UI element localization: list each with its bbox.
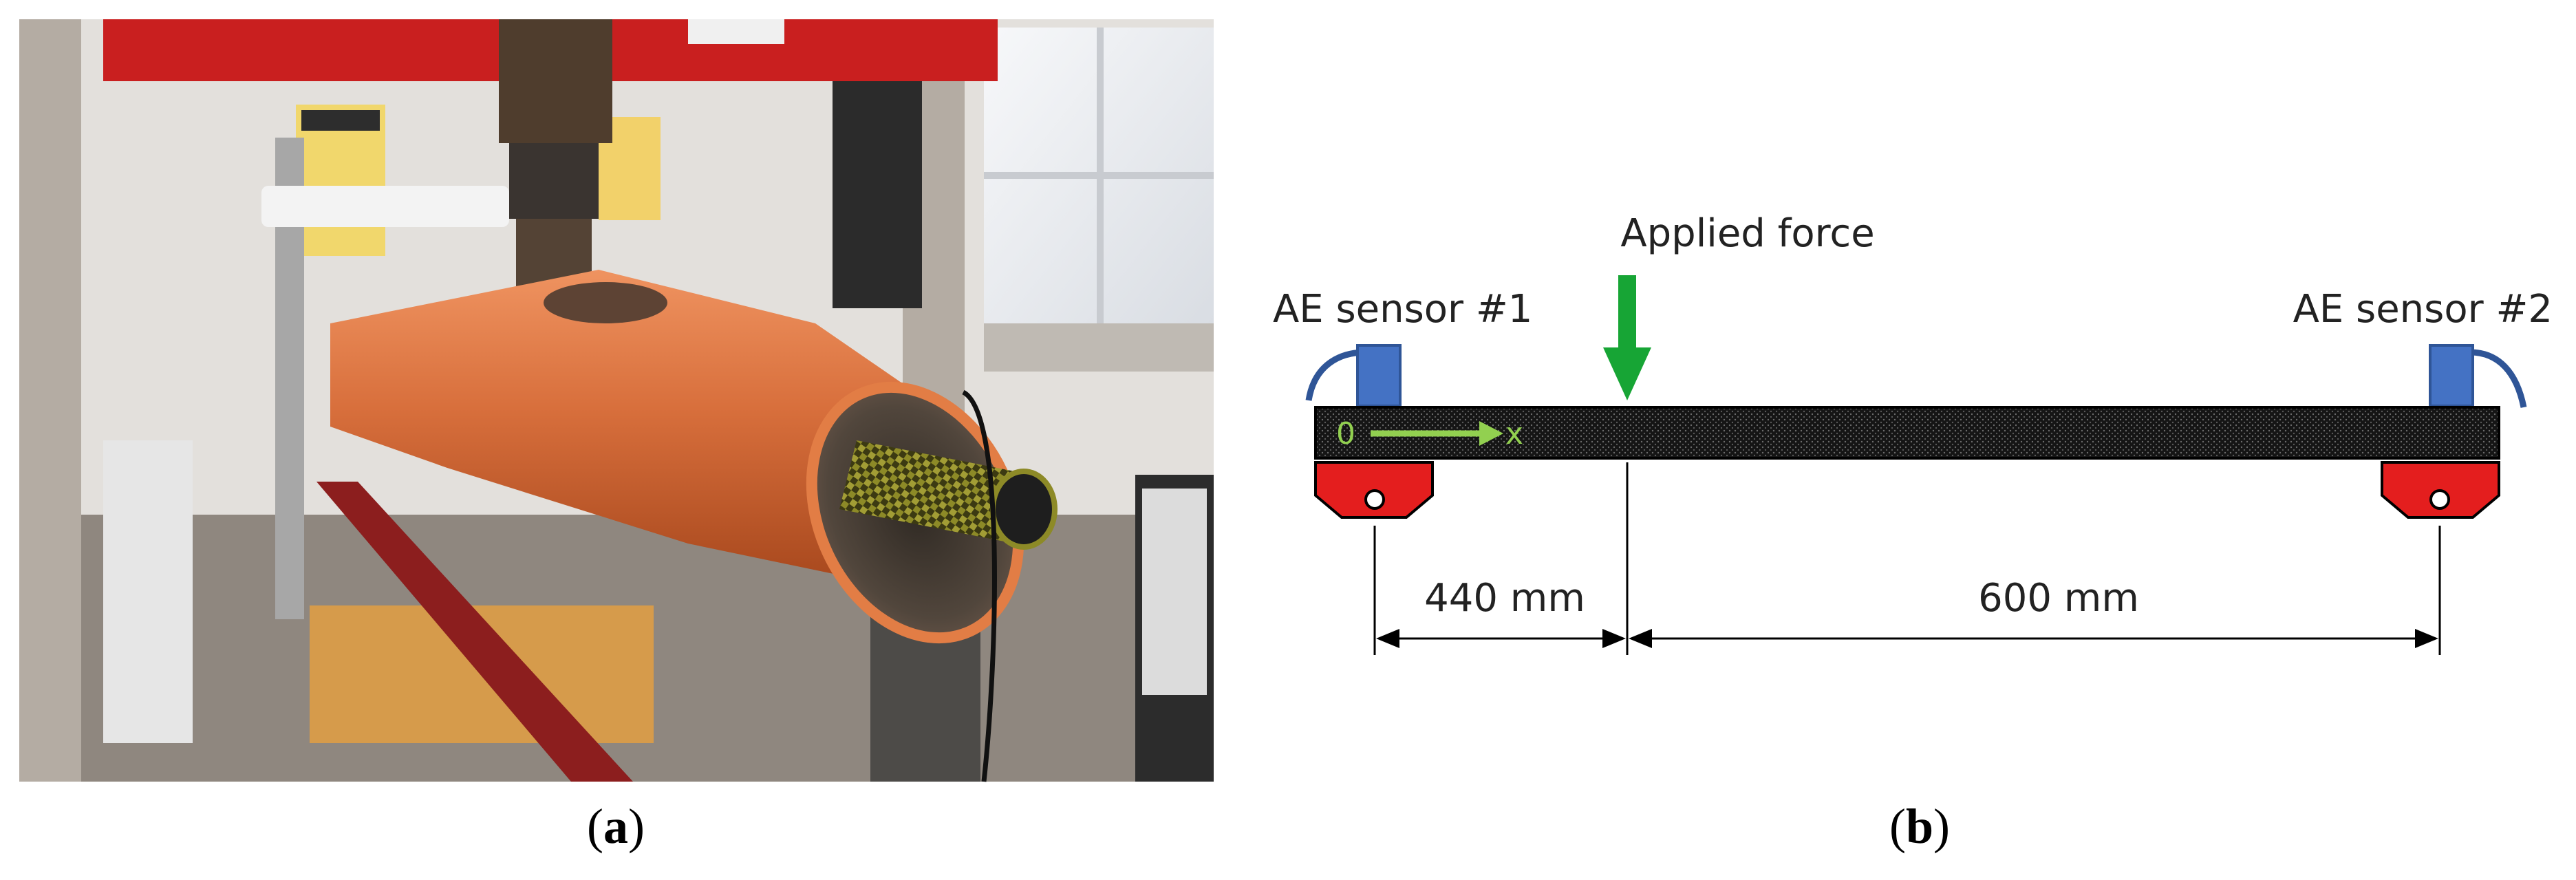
red-rail bbox=[316, 482, 633, 782]
sensor-2-cable bbox=[2469, 349, 2527, 408]
composite-beam bbox=[1314, 406, 2500, 460]
applied-force-label: Applied force bbox=[1620, 211, 1874, 256]
ae-sensor-2 bbox=[2429, 344, 2527, 408]
panel-b-label: (b) bbox=[1889, 799, 1950, 854]
axis-x-label: x bbox=[1505, 416, 1523, 451]
support-left bbox=[1314, 461, 1434, 519]
sensor-cable bbox=[962, 389, 997, 782]
panel-a-photo bbox=[19, 19, 1214, 782]
applied-force-arrow bbox=[1603, 275, 1651, 400]
test-machine-frame-left bbox=[19, 19, 81, 782]
window-blinds bbox=[833, 81, 922, 308]
sensor-2-body bbox=[2429, 344, 2474, 407]
ae-sensor-1 bbox=[1305, 344, 1402, 407]
axis-arrow: 0 x bbox=[1336, 416, 1523, 451]
carbon-tube bbox=[839, 440, 1058, 550]
sensor-1-label: AE sensor #1 bbox=[1273, 287, 1532, 332]
equipment-rack-left bbox=[103, 440, 193, 743]
pipe-cutout bbox=[544, 282, 667, 323]
sensor-1-body bbox=[1356, 344, 1402, 407]
window bbox=[984, 28, 1214, 372]
panel-a-label: (a) bbox=[587, 799, 645, 854]
support-right bbox=[2381, 461, 2500, 519]
panel-b-diagram: Applied force AE sensor #1 AE sensor #2 … bbox=[1273, 211, 2553, 655]
clamp-arm bbox=[261, 186, 509, 227]
dimension-lines bbox=[1373, 462, 2441, 655]
sensor-2-label: AE sensor #2 bbox=[2293, 287, 2553, 332]
dimension-left-label: 440 mm bbox=[1424, 576, 1585, 621]
dimension-right-label: 600 mm bbox=[1978, 576, 2139, 621]
axis-origin-label: 0 bbox=[1336, 416, 1355, 451]
